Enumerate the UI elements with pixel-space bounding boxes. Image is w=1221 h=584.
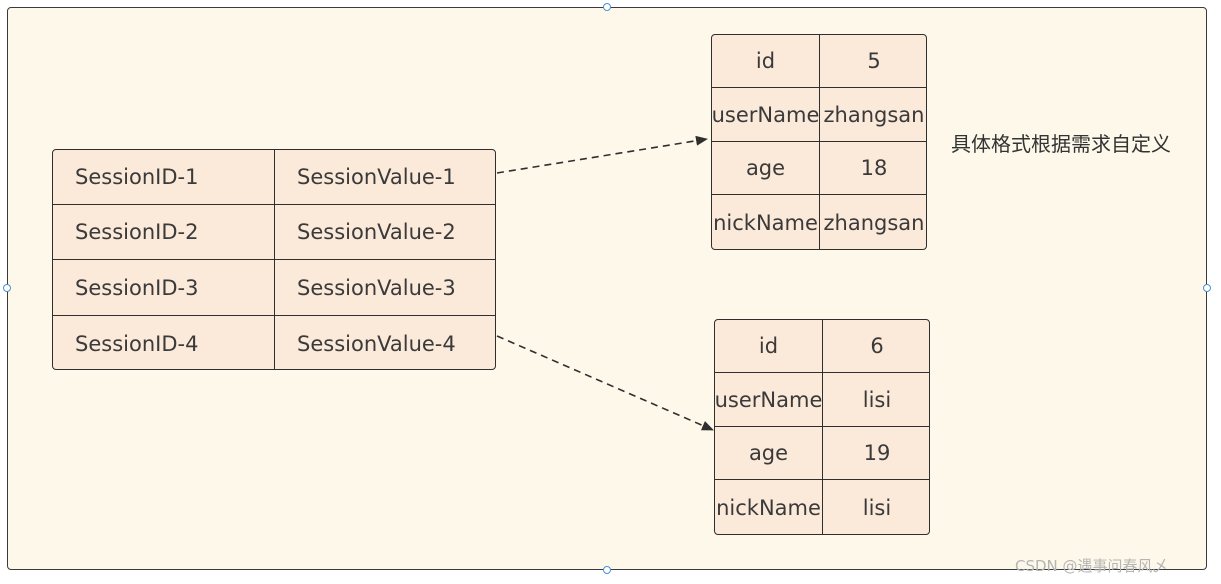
field-key-cell: userName xyxy=(715,373,823,427)
field-key-cell: userName xyxy=(712,88,820,142)
selection-handle-left[interactable] xyxy=(3,284,11,292)
selection-handle-top[interactable] xyxy=(603,3,611,11)
note-text: 具体格式根据需求自定义 xyxy=(951,132,1171,156)
field-value-cell: 6 xyxy=(823,320,929,373)
field-key-cell: age xyxy=(712,142,820,195)
field-key-cell: id xyxy=(715,320,823,373)
field-key-cell: nickName xyxy=(715,480,823,534)
field-value-cell: lisi xyxy=(862,496,892,520)
field-value-cell: 19 xyxy=(823,427,929,480)
field-value-cell: lisi xyxy=(823,373,929,427)
selection-handle-right[interactable] xyxy=(1203,284,1211,292)
field-key-cell: age xyxy=(715,427,823,480)
session-id-cell: SessionID-4 xyxy=(53,316,275,369)
field-key-cell: id xyxy=(712,35,820,88)
field-value-cell: zhangsan xyxy=(820,88,926,142)
session-table[interactable]: SessionID-1 SessionValue-1 SessionID-2 S… xyxy=(52,149,496,370)
session-value-cell: SessionValue-1 xyxy=(275,150,495,205)
arrow-session4-to-user2[interactable] xyxy=(496,335,714,431)
watermark-text: CSDN @遇事问春风乄 xyxy=(1015,557,1168,575)
session-value-cell: SessionValue-2 xyxy=(275,205,495,260)
user-table-zhangsan[interactable]: id 5 userName zhangsan age 18 nickName z… xyxy=(711,34,927,250)
session-value-cell: SessionValue-3 xyxy=(275,260,495,316)
session-value-cell: SessionValue-4 xyxy=(297,331,456,356)
user-table-lisi[interactable]: id 6 userName lisi age 19 nickName lisi xyxy=(714,319,930,535)
field-value-cell: 5 xyxy=(820,35,926,88)
field-value-cell: 18 xyxy=(820,142,926,195)
session-id-cell: SessionID-2 xyxy=(53,205,275,260)
field-key-cell: nickName xyxy=(712,195,820,249)
field-value-cell: zhangsan xyxy=(823,211,925,235)
session-id-cell: SessionID-3 xyxy=(53,260,275,316)
selection-handle-bottom[interactable] xyxy=(603,566,611,574)
session-id-cell: SessionID-1 xyxy=(53,150,275,205)
arrow-session1-to-user1[interactable] xyxy=(496,135,708,174)
